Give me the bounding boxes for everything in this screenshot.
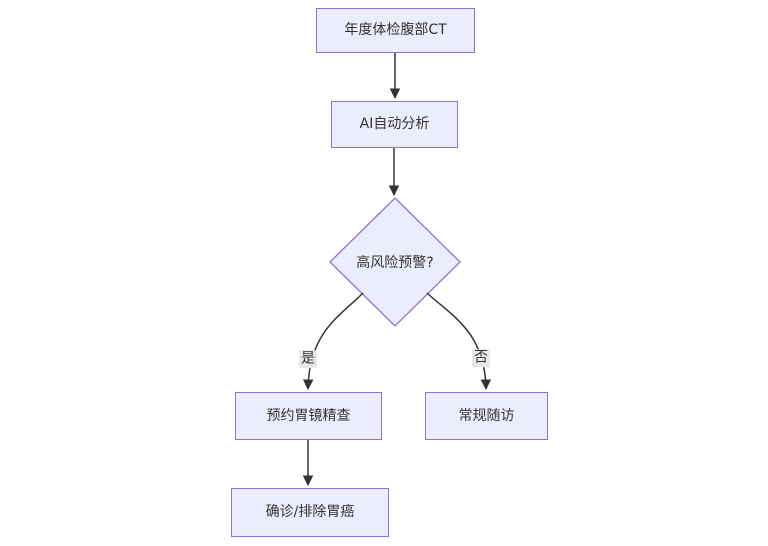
node-ai-analysis: AI自动分析 (331, 101, 458, 148)
edge-risk-gastroscopy (302, 292, 364, 391)
node-annual-ct-label: 年度体检腹部CT (344, 22, 447, 39)
node-diagnosis-label: 确诊/排除胃癌 (265, 504, 355, 521)
node-followup: 常规随访 (425, 392, 548, 440)
edge-label-yes: 是 (299, 350, 317, 368)
node-diagnosis: 确诊/排除胃癌 (231, 488, 389, 537)
node-gastroscopy-label: 预约胃镜精查 (266, 407, 351, 424)
node-gastroscopy: 预约胃镜精查 (235, 392, 382, 440)
edge-label-no: 否 (472, 349, 490, 367)
node-followup-label: 常规随访 (458, 407, 515, 424)
node-ai-analysis-label: AI自动分析 (359, 116, 430, 133)
edge-risk-followup (426, 292, 492, 391)
node-annual-ct: 年度体检腹部CT (316, 8, 475, 53)
node-high-risk-label: 高风险预警? (356, 255, 434, 271)
